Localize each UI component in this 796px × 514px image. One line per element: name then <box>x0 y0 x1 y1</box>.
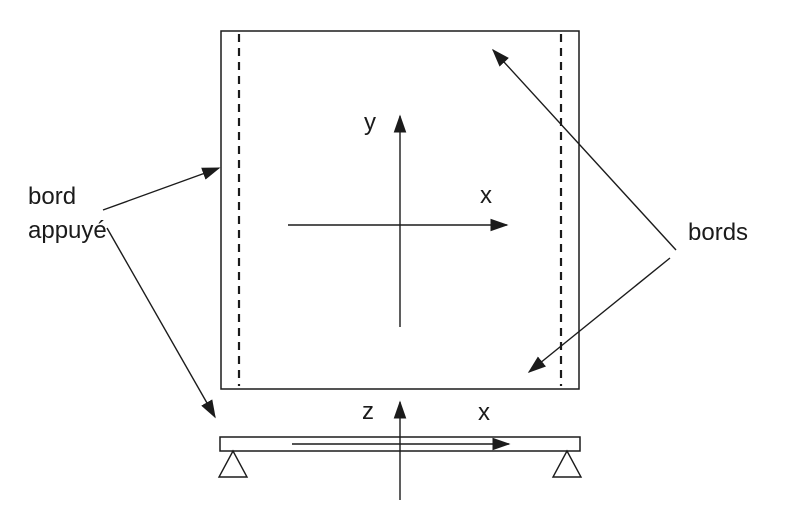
arrow-to-top-edge <box>491 48 677 251</box>
arrow-to-left-edge <box>102 167 221 211</box>
z-axis-label: z <box>362 398 374 425</box>
right-support-triangle <box>551 449 583 478</box>
bord-appuye-label-line1: bord <box>28 183 76 210</box>
right-annotation: bords <box>491 48 748 373</box>
top-view-axes: y x <box>288 109 509 327</box>
side-view: z x <box>217 398 583 500</box>
side-x-axis-label: x <box>478 399 490 426</box>
plate-outline <box>220 30 580 390</box>
left-annotation: bord appuyé <box>28 167 221 419</box>
arrow-to-bottom-edge <box>527 257 671 373</box>
arrow-to-side-view-support <box>106 227 216 419</box>
left-support-triangle <box>217 449 249 478</box>
x-axis-label: x <box>480 182 492 209</box>
y-axis-label: y <box>364 109 376 136</box>
plate-top-view <box>220 30 580 390</box>
bord-appuye-label-line2: appuyé <box>28 217 107 244</box>
bords-label: bords <box>688 219 748 246</box>
